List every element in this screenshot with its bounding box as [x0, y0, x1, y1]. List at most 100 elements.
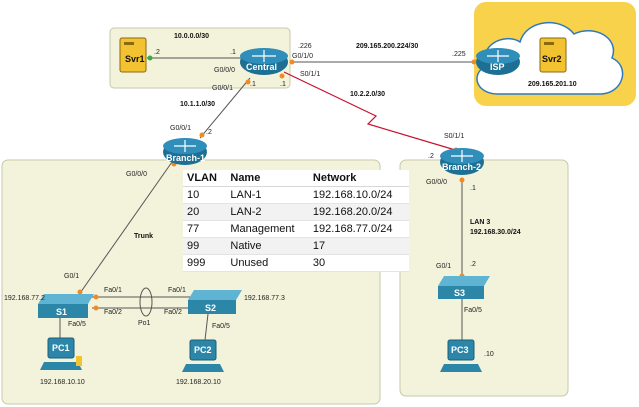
s3-g01: G0/1	[436, 263, 451, 270]
port-dot	[289, 59, 295, 65]
vlan-id: 77	[183, 220, 227, 238]
net-central-branch2: 10.2.2.0/30	[350, 91, 385, 98]
device-s3[interactable]: S3	[438, 276, 490, 299]
link-central-branch2-serial	[283, 71, 463, 153]
port-dot	[199, 132, 205, 138]
port-dot	[279, 73, 285, 79]
branch2-s011: S0/1/1	[444, 133, 464, 140]
device-s1[interactable]: S1	[38, 294, 94, 318]
vlan-col-header: VLAN	[183, 170, 227, 187]
server-icon	[539, 37, 567, 73]
table-row: 999 Unused 30	[183, 254, 409, 272]
vlan-name: LAN-1	[226, 186, 309, 204]
pc-keyboard	[182, 364, 224, 372]
switch-icon	[438, 276, 490, 286]
branch1-g001-host: .2	[206, 129, 212, 136]
vlan-network: 30	[308, 254, 409, 272]
device-pc3[interactable]: PC3	[440, 339, 482, 372]
central-g001: G0/0/1	[212, 85, 233, 92]
port-dot	[459, 177, 465, 183]
pc1-label: PC1	[52, 343, 70, 353]
s3-fa05: Fa0/5	[464, 307, 482, 314]
vlan-id: 999	[183, 254, 227, 272]
port-dot	[471, 59, 477, 65]
branch1-g001: G0/0/1	[170, 125, 191, 132]
pc3-host: .10	[484, 351, 494, 358]
pc2-ip: 192.168.20.10	[176, 379, 221, 386]
branch1-g000: G0/0/0	[126, 171, 147, 178]
isp-label: ISP	[490, 62, 505, 72]
vlan-network: 192.168.10.0/24	[308, 186, 409, 204]
s3-label: S3	[454, 288, 465, 298]
central-g010-host: .226	[298, 43, 312, 50]
table-row: 99 Native 17	[183, 237, 409, 255]
pc-monitor-icon	[447, 339, 475, 361]
svr1-host: .2	[154, 49, 160, 56]
pc2-label: PC2	[194, 345, 212, 355]
server-slot	[124, 42, 134, 45]
vlan-table: VLAN Name Network 10 LAN-1 192.168.10.0/…	[183, 170, 409, 272]
table-row: 20 LAN-2 192.168.20.0/24	[183, 203, 409, 221]
device-pc2[interactable]: PC2	[182, 339, 224, 372]
vlan-network: 17	[308, 237, 409, 255]
device-s2[interactable]: S2	[188, 290, 242, 314]
table-row: 10 LAN-1 192.168.10.0/24	[183, 186, 409, 204]
s3-host: .2	[470, 261, 476, 268]
s1-fa05: Fa0/5	[68, 321, 86, 328]
s1-label: S1	[56, 307, 67, 317]
router-arrows	[487, 50, 509, 62]
switch-body	[38, 304, 88, 318]
svr1-label: Svr1	[125, 54, 145, 64]
link-branch1-s1-trunk	[77, 161, 173, 297]
device-branch1[interactable]: Branch-1	[163, 138, 207, 165]
trunk-label: Trunk	[134, 233, 153, 240]
s2-fa01: Fa0/1	[168, 287, 186, 294]
central-s011: S0/1/1	[300, 71, 320, 78]
svr2-ip: 209.165.201.10	[528, 81, 577, 88]
device-svr1[interactable]: Svr1	[119, 37, 147, 73]
pc-tower	[76, 356, 82, 366]
s2-fa05: Fa0/5	[212, 323, 230, 330]
router-arrows	[174, 140, 196, 152]
central-g000-host: .1	[230, 49, 236, 56]
net-central-svr1: 10.0.0.0/30	[174, 33, 209, 40]
net-central-isp: 209.165.200.224/30	[356, 43, 418, 50]
device-central[interactable]: Central	[240, 48, 288, 75]
s2-ip: 192.168.77.3	[244, 295, 285, 302]
network-col-header: Network	[308, 170, 409, 187]
central-g000: G0/0/0	[214, 67, 235, 74]
central-g001-host: .1	[250, 81, 256, 88]
s2-fa02: Fa0/2	[164, 309, 182, 316]
pc-monitor-icon	[47, 337, 75, 359]
branch2-host: .2	[428, 153, 434, 160]
server-icon	[119, 37, 147, 73]
device-pc1[interactable]: PC1	[40, 337, 82, 370]
s1-g01: G0/1	[64, 273, 79, 280]
vlan-network: 192.168.77.0/24	[308, 220, 409, 238]
s2-label: S2	[205, 303, 216, 313]
pc-monitor-icon	[189, 339, 217, 361]
net-central-branch1: 10.1.1.0/30	[180, 101, 215, 108]
vlan-network: 192.168.20.0/24	[308, 203, 409, 221]
server-slot	[544, 42, 554, 45]
port-dot	[93, 305, 99, 311]
vlan-id: 20	[183, 203, 227, 221]
link-s2-pc2	[204, 313, 209, 341]
s1-fa02: Fa0/2	[104, 309, 122, 316]
device-isp[interactable]: ISP	[476, 48, 520, 75]
isp-host: .225	[452, 51, 466, 58]
pc-keyboard	[440, 364, 482, 372]
pc1-ip: 192.168.10.10	[40, 379, 85, 386]
svr2-label: Svr2	[542, 54, 562, 64]
router-arrows	[451, 150, 473, 162]
port-dot	[245, 79, 251, 85]
branch2-label: Branch-2	[442, 162, 481, 172]
lan3-net: 192.168.30.0/24	[470, 229, 521, 236]
port-dot	[93, 294, 99, 300]
device-svr2[interactable]: Svr2	[539, 37, 567, 73]
switch-icon	[38, 294, 94, 304]
vlan-name: Unused	[226, 254, 309, 272]
switch-icon	[188, 290, 242, 300]
table-row: 77 Management 192.168.77.0/24	[183, 220, 409, 238]
device-branch2[interactable]: Branch-2	[440, 148, 484, 175]
